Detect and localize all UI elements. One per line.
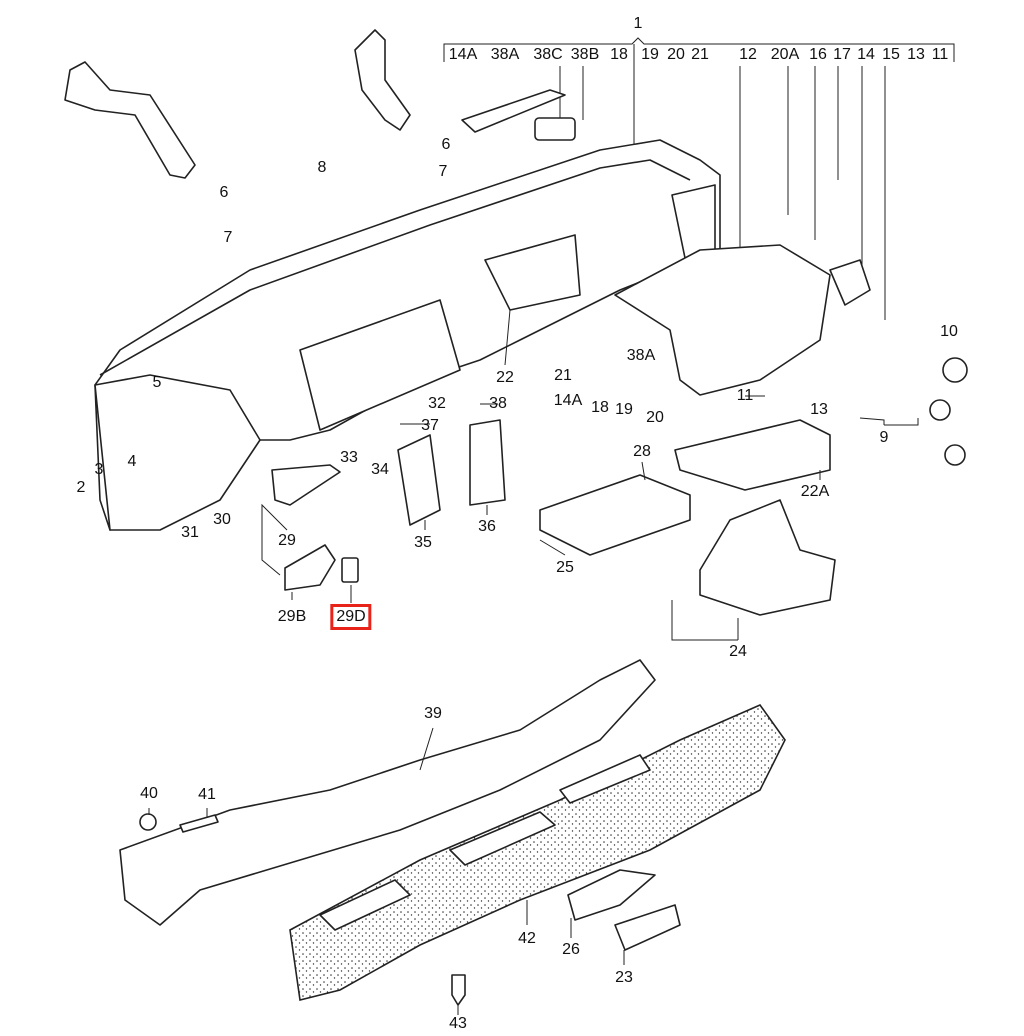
callout-7: 7 [438,163,448,180]
callout-24: 24 [729,643,747,660]
group-item-label: 17 [833,46,851,63]
callout-7: 7 [223,229,233,246]
glovebox-lid [614,244,831,396]
callout-18: 18 [591,399,609,416]
part-29b [284,544,336,591]
callout-19: 19 [615,401,633,418]
callout-22: 22 [496,369,514,386]
leader-lines [148,309,919,1015]
part-26 [567,869,656,921]
callout-14a: 14A [553,392,583,409]
callout-6: 6 [219,184,229,201]
callout-35: 35 [414,534,432,551]
group-bracket [443,37,955,62]
callout-10: 10 [940,323,958,340]
callout-29b: 29B [277,608,307,625]
group-label-1: 1 [633,15,643,32]
part-24-box [699,499,836,616]
callout-43: 43 [449,1015,467,1032]
lower-frame-39 [119,659,656,926]
callout-3: 3 [94,461,104,478]
callout-22a: 22A [800,483,830,500]
vent-opening-c [559,754,651,804]
center-bracket [354,29,411,131]
callout-39: 39 [424,705,442,722]
vent-opening-b [449,811,556,866]
part-36 [469,419,506,506]
callout-5: 5 [152,374,162,391]
lock-14 [829,259,871,306]
group-item-label: 20A [770,46,800,63]
callout-37: 37 [421,417,439,434]
part-35 [397,434,441,526]
callout-42: 42 [518,930,536,947]
callout-28: 28 [633,443,651,460]
callout-9: 9 [879,429,889,446]
part-23 [614,904,681,951]
callout-6: 6 [441,136,451,153]
clip-43 [451,974,466,1006]
group-item-label: 16 [809,46,827,63]
part-29 [271,464,341,506]
callout-20: 20 [646,409,664,426]
center-vent-opening [484,234,581,311]
group-item-label: 14A [448,46,478,63]
left-panel [94,374,261,531]
instrument-cluster-opening [299,299,461,431]
vent-opening-a [319,879,411,931]
bolt-41 [179,814,219,833]
callout-25: 25 [556,559,574,576]
callout-31: 31 [181,524,199,541]
key-cylinder-9b [944,444,966,466]
callout-23: 23 [615,969,633,986]
group-item-label: 19 [641,46,659,63]
part-38c [461,89,566,133]
callout-21: 21 [554,367,572,384]
callout-13: 13 [810,401,828,418]
callout-38: 38 [489,395,507,412]
group-item-label: 38B [570,46,600,63]
callout-8: 8 [317,159,327,176]
key-cylinder-9a [929,399,951,421]
part-38b [534,117,576,141]
group-item-label: 13 [907,46,925,63]
key-cylinder-10 [942,357,968,383]
callout-2: 2 [76,479,86,496]
callout-33: 33 [340,449,358,466]
callout-29: 29 [278,532,296,549]
callout-30: 30 [213,511,231,528]
callout-34: 34 [371,461,389,478]
callout-32: 32 [428,395,446,412]
callout-4: 4 [127,453,137,470]
group-item-label: 38C [533,46,563,63]
lower-padding-42 [289,704,786,1001]
part-25-box [539,474,691,556]
group-item-label: 20 [667,46,685,63]
group-item-label: 21 [691,46,709,63]
callout-38a: 38A [626,347,656,364]
part-22a-tray [674,419,831,491]
callout-11: 11 [736,387,754,404]
callout-40: 40 [140,785,158,802]
group-item-label: 38A [490,46,520,63]
callout-36: 36 [478,518,496,535]
group-item-label: 15 [882,46,900,63]
group-item-label: 11 [931,46,949,63]
part-29d [341,557,359,583]
callout-29d-highlighted[interactable]: 29D [330,604,372,630]
group-item-label: 18 [610,46,628,63]
left-bracket [64,61,196,179]
callout-26: 26 [562,941,580,958]
group-item-label: 12 [739,46,757,63]
nut-40 [139,813,157,831]
group-item-label: 14 [857,46,875,63]
callout-41: 41 [198,786,216,803]
dashboard-top-edge [99,159,691,376]
